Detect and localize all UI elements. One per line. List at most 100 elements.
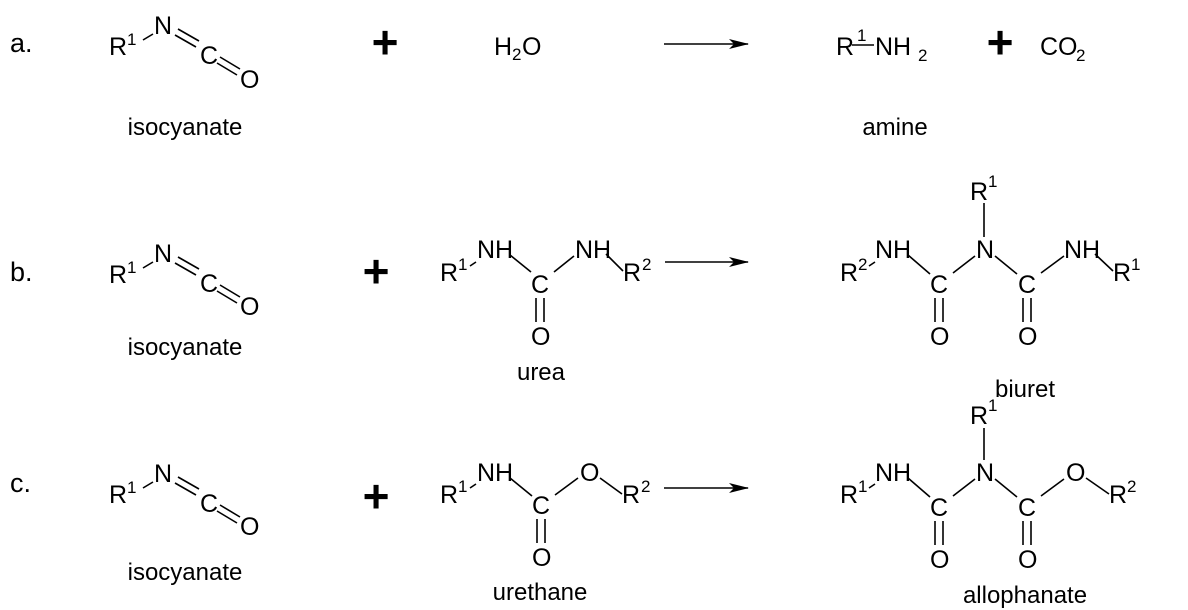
row-label-a: a. — [10, 28, 33, 58]
superscript-1: 1 — [1131, 255, 1140, 274]
atom-c: C — [200, 270, 218, 298]
single-bond — [868, 483, 876, 489]
reaction-b: b. R 1 N C O isocyanate + R 1 NH C NH R — [10, 172, 1140, 403]
superscript-1: 1 — [458, 255, 467, 274]
atom-o: O — [930, 323, 949, 351]
atom-o: O — [1066, 459, 1085, 487]
atom-r: R — [109, 261, 127, 289]
atom-co: CO — [1040, 33, 1078, 61]
superscript-1: 1 — [988, 172, 997, 191]
atom-o: O — [240, 66, 259, 94]
double-bond-line — [177, 256, 200, 270]
double-bond-line — [216, 510, 238, 524]
isocyanate-structure-c: R 1 N C O — [109, 460, 259, 541]
label-isocyanate-a: isocyanate — [128, 114, 243, 141]
plus-sign: + — [363, 470, 390, 522]
atom-o: O — [580, 459, 599, 487]
single-bond — [907, 254, 931, 275]
single-bond — [469, 261, 477, 267]
atom-c: C — [930, 271, 948, 299]
single-bond — [952, 255, 976, 274]
reaction-a: a. R 1 N C O isocyanate + H 2 O R 1 NH 2 — [10, 12, 1085, 141]
atom-o: O — [522, 33, 541, 61]
single-bond — [554, 477, 579, 496]
atom-r: R — [109, 481, 127, 509]
double-bond-line — [174, 482, 197, 496]
atom-c: C — [532, 492, 550, 520]
single-bond — [994, 478, 1018, 498]
double-bond-line — [219, 504, 241, 518]
double-bond-line — [216, 290, 238, 304]
atom-r: R — [622, 481, 640, 509]
label-isocyanate-b: isocyanate — [128, 334, 243, 361]
single-bond — [509, 254, 532, 273]
atom-n: N — [154, 460, 172, 488]
atom-nh: NH — [875, 236, 911, 264]
subscript-2: 2 — [1076, 46, 1085, 65]
atom-c: C — [200, 42, 218, 70]
single-bond — [142, 33, 154, 41]
atom-c: C — [1018, 271, 1036, 299]
single-bond — [1040, 255, 1065, 274]
single-bond — [868, 261, 876, 267]
row-label-b: b. — [10, 257, 33, 287]
single-bond — [142, 481, 154, 489]
double-bond-line — [216, 62, 238, 76]
superscript-1: 1 — [127, 30, 136, 49]
atom-c: C — [1018, 494, 1036, 522]
atom-r: R — [440, 259, 458, 287]
single-bond — [1085, 477, 1110, 495]
atom-h: H — [494, 33, 512, 61]
single-bond — [1040, 478, 1065, 497]
atom-c: C — [200, 490, 218, 518]
atom-r: R — [1109, 481, 1127, 509]
atom-o: O — [240, 293, 259, 321]
plus-sign: + — [363, 245, 390, 297]
plus-sign: + — [987, 16, 1014, 68]
atom-n: N — [154, 240, 172, 268]
double-bond-line — [219, 284, 241, 298]
atom-r: R — [623, 259, 641, 287]
label-allophanate: allophanate — [963, 582, 1087, 609]
isocyanate-structure-a: R 1 N C O — [109, 12, 259, 94]
superscript-1: 1 — [127, 478, 136, 497]
double-bond-line — [174, 262, 197, 276]
subscript-2: 2 — [512, 45, 521, 64]
atom-c: C — [930, 494, 948, 522]
co2-structure: CO 2 — [1040, 33, 1085, 65]
double-bond-line — [177, 28, 200, 42]
atom-nh: NH — [477, 236, 513, 264]
label-urethane: urethane — [493, 579, 588, 606]
single-bond — [509, 477, 533, 497]
subscript-2: 2 — [918, 46, 927, 65]
urethane-structure: R 1 NH C O O R 2 — [440, 459, 650, 572]
superscript-2: 2 — [641, 477, 650, 496]
atom-nh: NH — [477, 459, 513, 487]
atom-o: O — [532, 544, 551, 572]
superscript-2: 2 — [858, 255, 867, 274]
superscript-1: 1 — [127, 258, 136, 277]
atom-r: R — [970, 402, 988, 430]
atom-r: R — [840, 259, 858, 287]
single-bond — [599, 477, 623, 495]
amine-structure: R 1 NH 2 — [836, 26, 927, 65]
atom-nh: NH — [575, 236, 611, 264]
single-bond — [469, 483, 477, 489]
single-bond — [994, 255, 1018, 275]
superscript-1: 1 — [458, 477, 467, 496]
superscript-1: 1 — [857, 26, 866, 45]
superscript-2: 2 — [1127, 477, 1136, 496]
atom-c: C — [531, 271, 549, 299]
label-biuret: biuret — [995, 376, 1055, 403]
single-bond — [1094, 253, 1114, 272]
atom-o: O — [930, 546, 949, 574]
atom-nh: NH — [875, 459, 911, 487]
atom-r: R — [836, 33, 854, 61]
atom-o: O — [240, 513, 259, 541]
superscript-1: 1 — [988, 396, 997, 415]
single-bond — [142, 261, 154, 269]
atom-n: N — [154, 12, 172, 40]
atom-r: R — [440, 481, 458, 509]
allophanate-structure: R 1 NH C O N R 1 C O O R 2 — [840, 396, 1136, 574]
